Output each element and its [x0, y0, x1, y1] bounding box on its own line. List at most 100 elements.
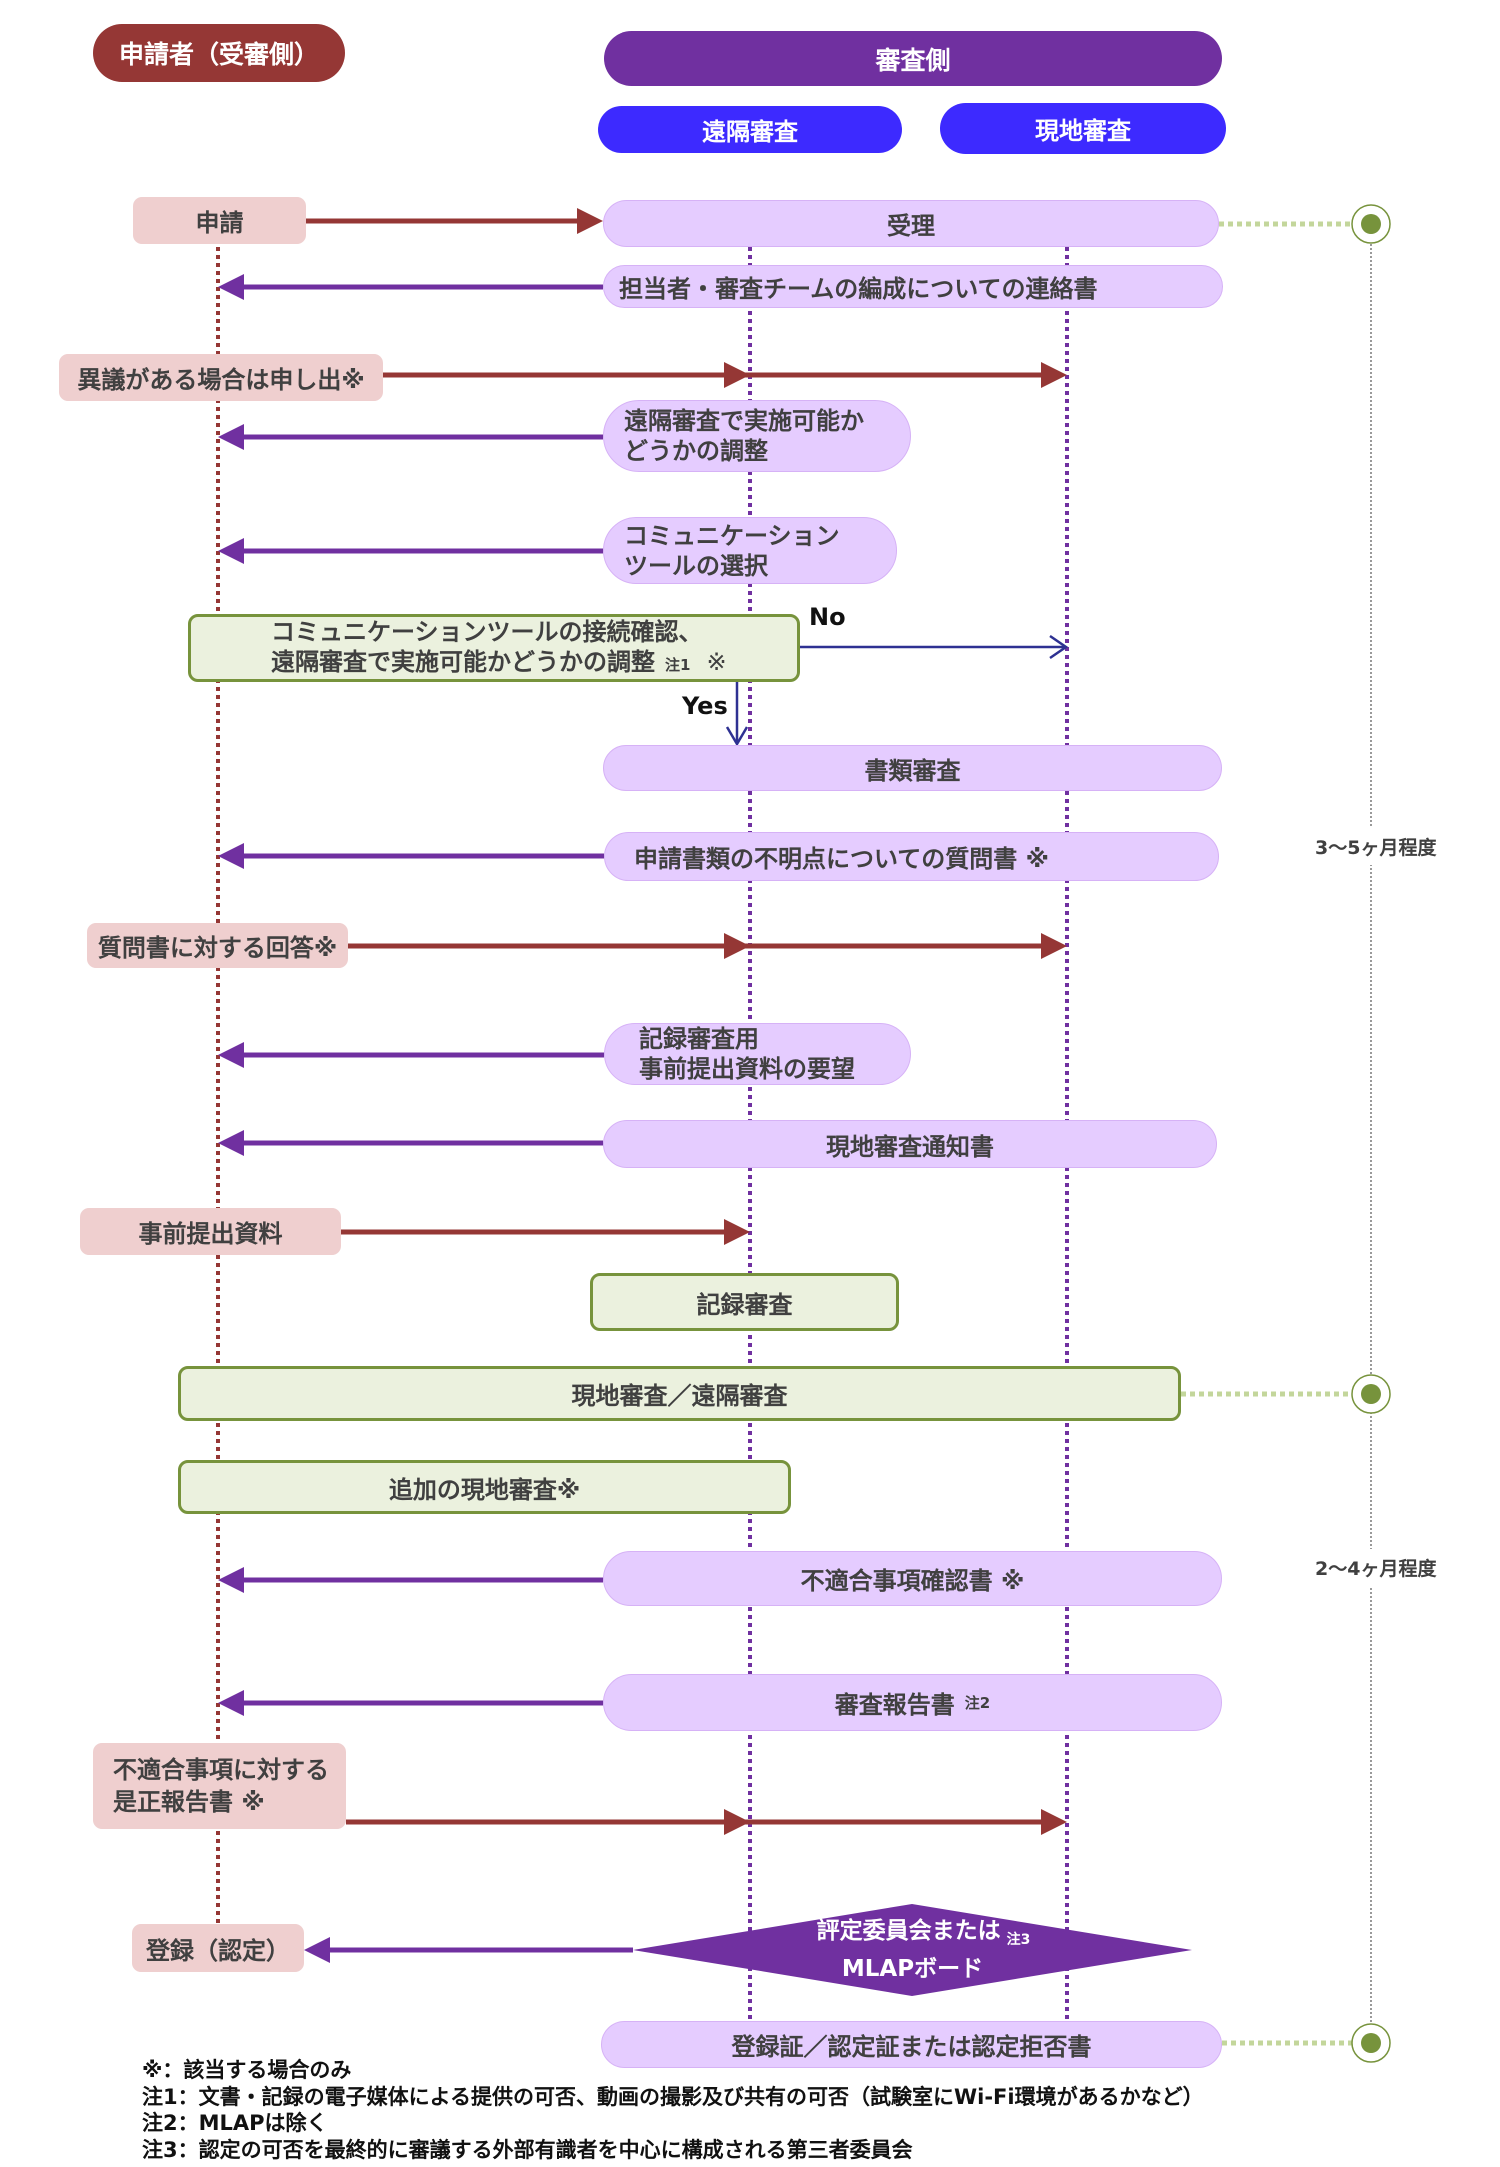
connection-check-box: コミュニケーションツールの接続確認、 遠隔審査で実施可能かどうかの調整注1 ※	[188, 614, 800, 682]
assessment-report-label: 審査報告書	[834, 1691, 955, 1719]
arrowhead	[218, 1130, 244, 1156]
arrow-tool-selection	[218, 538, 603, 564]
applicant-header-label: 申請者（受審側）	[118, 40, 319, 69]
committee-line2: MLAPボード	[841, 1955, 984, 1982]
document-review-label: 書類審査	[864, 756, 961, 785]
onsite-lane-label: 現地審査	[1035, 117, 1131, 145]
pre-submission-request-line1: 記録審査用	[639, 1025, 759, 1053]
arrowhead	[724, 933, 750, 959]
acceptance-label: 受理	[887, 212, 935, 240]
pre-submission-request-line2: 事前提出資料の要望	[639, 1055, 855, 1083]
arrow-registration	[304, 1937, 633, 1963]
tool-selection-line2: ツールの選択	[624, 551, 768, 580]
certificate-label: 登録証／認定証または認定拒否書	[731, 2033, 1092, 2061]
objection-box: 異議がある場合は申し出※	[59, 354, 383, 401]
footnote-1: 注1：文書・記録の電子媒体による提供の可否、動画の撮影及び共有の可否（試験室にW…	[142, 2084, 1204, 2109]
decision-no-label: No	[809, 603, 846, 631]
footnote-3: 注3：認定の可否を最終的に審議する外部有識者を中心に構成される第三者委員会	[142, 2138, 913, 2163]
acceptance-bar: 受理	[603, 200, 1219, 247]
arrowhead	[724, 1219, 750, 1245]
team-notice-bar: 担当者・審査チームの編成についての連絡書	[603, 265, 1223, 308]
timeline-phase1-label: 3～5ヶ月程度	[1315, 828, 1437, 865]
arrow-pre-submission	[341, 1219, 750, 1245]
arrow-application	[306, 208, 603, 234]
arrow-objection	[383, 362, 1067, 388]
arrowhead	[1041, 933, 1067, 959]
team-notice-label: 担当者・審査チームの編成についての連絡書	[619, 275, 1098, 303]
additional-onsite-box: 追加の現地審査※	[178, 1460, 791, 1514]
arrow-remote-feasibility	[218, 424, 603, 450]
milestone-end-icon	[1351, 2023, 1391, 2063]
record-review-label: 記録審査	[696, 1290, 793, 1319]
footnote-applicable: ※：該当する場合のみ	[142, 2058, 352, 2082]
questionnaire-bar: 申請書類の不明点についての質問書 ※	[604, 832, 1219, 881]
arrowhead	[218, 1690, 244, 1716]
arrow-decision-yes	[725, 682, 749, 747]
applicant-header: 申請者（受審側）	[93, 24, 345, 82]
corrective-report-line2: 是正報告書 ※	[113, 1788, 265, 1816]
assessment-report-bar: 審査報告書注2	[603, 1674, 1222, 1731]
remote-lane-header: 遠隔審査	[598, 106, 902, 153]
arrowhead	[724, 1809, 750, 1835]
footnote-2: 注2：MLAPは除く	[142, 2111, 328, 2136]
remote-feasibility-line2: どうかの調整	[624, 437, 768, 465]
note-2-ref: 注2	[964, 1694, 991, 1712]
application-box: 申請	[133, 197, 306, 244]
pre-submission-request-bubble: 記録審査用 事前提出資料の要望	[604, 1023, 911, 1085]
application-label: 申請	[195, 209, 244, 237]
arrow-questionnaire	[218, 843, 604, 869]
tool-selection-line1: コミュニケーション	[624, 521, 840, 550]
arrowhead	[1041, 1809, 1067, 1835]
arrowhead	[218, 843, 244, 869]
additional-onsite-label: 追加の現地審査※	[388, 1475, 581, 1504]
milestone-start-icon	[1351, 204, 1391, 244]
note-3-ref: 注3	[1006, 1931, 1031, 1948]
arrowhead	[218, 424, 244, 450]
remote-lane-label: 遠隔審査	[702, 118, 798, 146]
registration-box: 登録（認定）	[132, 1924, 304, 1972]
milestone-assessment-icon	[1351, 1374, 1391, 1414]
connection-check-line1: コミュニケーションツールの接続確認、	[271, 617, 703, 646]
remote-feasibility-bubble: 遠隔審査で実施可能か どうかの調整	[603, 400, 911, 472]
registration-label: 登録（認定）	[146, 1936, 290, 1965]
nonconformity-confirmation-label: 不適合事項確認書 ※	[800, 1567, 1025, 1595]
answer-box: 質問書に対する回答※	[87, 923, 348, 968]
reviewer-header-label: 審査側	[875, 45, 951, 75]
arrow-team-notice	[218, 274, 603, 300]
arrow-pre-submission-request	[218, 1042, 604, 1068]
arrowhead	[725, 726, 749, 747]
objection-label: 異議がある場合は申し出※	[77, 366, 365, 394]
questionnaire-label: 申請書類の不明点についての質問書 ※	[634, 845, 1049, 873]
connection-check-line2: 遠隔審査で実施可能かどうかの調整	[271, 647, 655, 676]
arrowhead	[1041, 362, 1067, 388]
nonconformity-confirmation-bar: 不適合事項確認書 ※	[603, 1551, 1222, 1606]
arrowhead	[218, 1042, 244, 1068]
arrowhead	[218, 274, 244, 300]
arrowhead	[218, 538, 244, 564]
arrowhead	[577, 208, 603, 234]
pre-submission-box: 事前提出資料	[80, 1208, 341, 1255]
onsite-notice-bar: 現地審査通知書	[603, 1120, 1217, 1168]
committee-line1: 評定委員会または	[816, 1917, 1001, 1944]
arrowhead	[1049, 634, 1069, 660]
timeline-phase2-label: 2～4ヶ月程度	[1315, 1549, 1437, 1586]
committee-line1-wrap: 評定委員会または注3	[795, 1917, 1031, 1955]
note-1-ref: 注1	[665, 655, 691, 674]
certificate-bar: 登録証／認定証または認定拒否書	[601, 2021, 1222, 2068]
arrow-nonconformity-confirmation	[218, 1567, 603, 1593]
corrective-report-box: 不適合事項に対する 是正報告書 ※	[93, 1743, 346, 1829]
reviewer-header: 審査側	[604, 31, 1222, 86]
assessment-label: 現地審査／遠隔審査	[571, 1382, 788, 1410]
arrow-answer	[348, 933, 1067, 959]
applicable-mark: ※	[706, 647, 727, 676]
footnotes: ※：該当する場合のみ 注1：文書・記録の電子媒体による提供の可否、動画の撮影及び…	[142, 2057, 1204, 2164]
assessment-box: 現地審査／遠隔審査	[178, 1366, 1181, 1421]
arrowhead	[724, 362, 750, 388]
arrow-corrective-report	[346, 1809, 1067, 1835]
onsite-notice-label: 現地審査通知書	[826, 1132, 994, 1161]
remote-feasibility-line1: 遠隔審査で実施可能か	[624, 407, 864, 435]
arrowhead	[304, 1937, 330, 1963]
answer-label: 質問書に対する回答※	[97, 934, 338, 962]
